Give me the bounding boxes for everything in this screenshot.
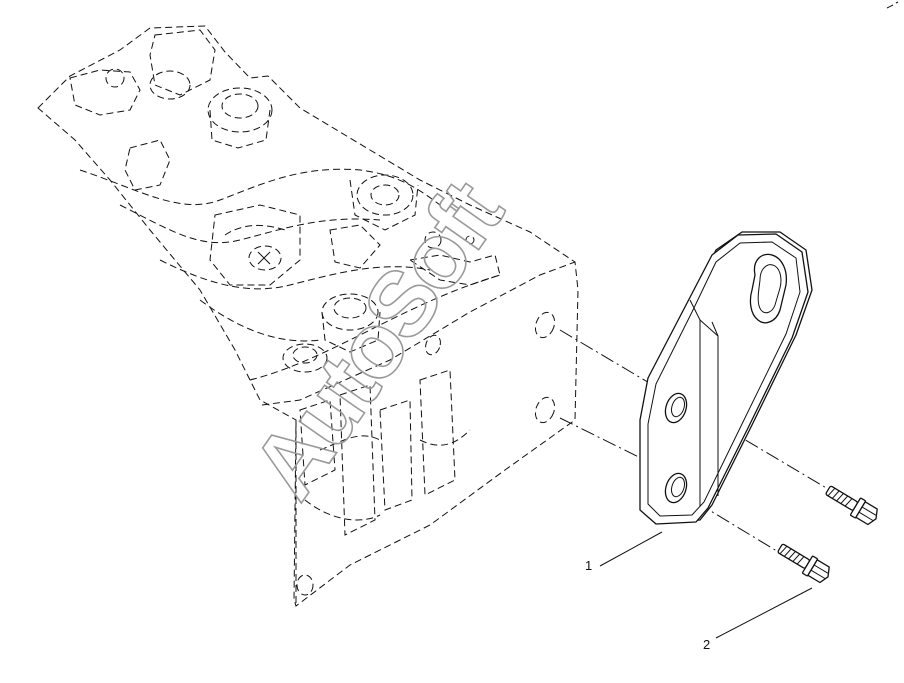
callout-1: 1 — [585, 531, 663, 573]
callout-2: 2 — [703, 587, 813, 652]
watermark-logo: AutoSoft — [232, 163, 523, 518]
corner-mark — [886, 1, 899, 9]
callout-1-label: 1 — [585, 558, 592, 573]
watermark-text: AutoSoft — [233, 163, 523, 516]
cylinder-head-phantom — [37, 25, 579, 607]
bracket-part — [639, 231, 813, 525]
callout-2-label: 2 — [703, 637, 710, 652]
bolt-lower — [777, 543, 830, 584]
bolt-upper — [825, 485, 878, 526]
